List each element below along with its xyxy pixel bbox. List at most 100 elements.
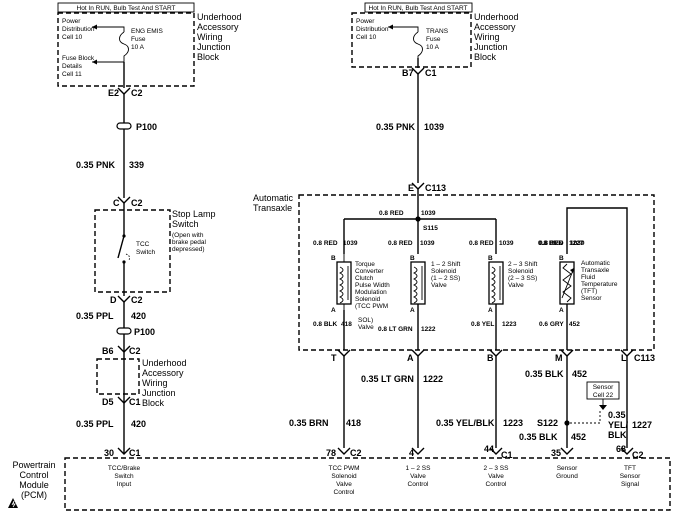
left-fuse-name: ENG EMIS: [131, 28, 163, 35]
sol2-pin-a: A: [410, 307, 415, 314]
pin1-conn: C1: [129, 448, 141, 458]
left-conn-pin: E2: [108, 88, 119, 98]
pin6-conn: C2: [632, 450, 644, 460]
branch-3-wire: 0.8 RED: [469, 240, 494, 247]
s115-splice: S115: [423, 225, 438, 232]
ltgrn-wire: 0.35 LT GRN: [361, 374, 414, 384]
sensor-cell-1: Sensor: [593, 384, 614, 391]
branch-4-wire: 0.8 RED: [539, 240, 564, 247]
out2-circuit: 1222: [421, 326, 436, 333]
right-power-dist-3: Cell 10: [356, 34, 377, 41]
automatic-transaxle: Automatic Transaxle E C113 0.8 RED 1039 …: [253, 182, 655, 363]
branch-5-circuit: 1227: [569, 240, 584, 247]
brn-circuit: 418: [346, 418, 361, 428]
pin4-num: 44: [484, 444, 494, 454]
sol2-text-4: Valve: [431, 282, 447, 289]
tft-text-2: Transaxle: [581, 267, 610, 274]
pin6-desc-3: Signal: [621, 481, 640, 488]
right-fuse-name: TRANS: [426, 28, 449, 35]
lower-block-3: Wiring: [142, 378, 168, 388]
brn-wire: 0.35 BRN: [289, 418, 329, 428]
stop-title-2: Switch: [172, 219, 199, 229]
tft-circuit: 1227: [632, 420, 652, 430]
sol1-text-9: Valve: [358, 324, 374, 331]
pin3-num: 4: [409, 448, 414, 458]
branch-2-wire: 0.8 RED: [388, 240, 413, 247]
tft-text-1: Automatic: [581, 260, 611, 267]
tft-wire-1: 0.35: [608, 410, 626, 420]
sol2-text-2: Solenoid: [431, 268, 457, 275]
ltgrn-circuit: 1222: [423, 374, 443, 384]
pnk-339-wire: 0.35 PNK: [76, 160, 116, 170]
right-fuse-amps: 10 A: [426, 44, 440, 51]
pin5-desc-2: Ground: [556, 473, 578, 480]
pin1-desc-1: TCC/Brake: [108, 465, 141, 472]
pin4-desc-1: 2 – 3 SS: [484, 465, 510, 472]
branch-3-circuit: 1039: [499, 240, 514, 247]
tft-sensor: B A Automatic Transaxle Fluid Temperatur…: [538, 240, 618, 350]
out1-wire: 0.8 BLK: [313, 321, 338, 328]
sol1-pin-a: A: [331, 307, 336, 314]
sol3-pin-a: A: [488, 307, 493, 314]
right-block-label-5: Block: [474, 52, 497, 62]
sol3-pin-b: B: [488, 255, 493, 262]
branch-4-circuit: 1039: [570, 240, 585, 247]
sol1-text-2: Converter: [355, 268, 384, 275]
out-pin-t: T: [331, 353, 337, 363]
right-fuse-block: Hot In RUN, Bulb Test And START Power Di…: [351, 2, 519, 183]
pin2-desc-4: Control: [334, 489, 356, 496]
d5-id: C1: [129, 397, 141, 407]
left-power-dist-1: Power: [62, 18, 81, 25]
stop-conn-bot-id: C2: [131, 295, 143, 305]
pin4-desc-3: Control: [486, 481, 508, 488]
right-block-label-3: Wiring: [474, 32, 500, 42]
pin4-desc-2: Valve: [488, 473, 504, 480]
sol1-text-1: Torque: [355, 261, 375, 268]
left-block-label-4: Junction: [197, 42, 231, 52]
pnk-1039-wire: 0.35 PNK: [376, 122, 416, 132]
tft-pin-a: A: [559, 307, 564, 314]
left-block-label-1: Underhood: [197, 12, 242, 22]
pin1-num: 30: [104, 448, 114, 458]
sol1-text-7: (TCC PWM: [355, 303, 388, 310]
out3-wire: 0.8 YEL: [471, 321, 494, 328]
right-power-dist-1: Power: [356, 18, 375, 25]
ppl-420-circuit-2: 420: [131, 419, 146, 429]
main-red-wire: 0.8 RED: [379, 210, 404, 217]
stop-conn-bot-pin: D: [110, 295, 117, 305]
pcm-label-3: Module: [19, 480, 49, 490]
stop-conn-top-pin: C: [113, 198, 120, 208]
tft-wire-2: YEL/: [608, 420, 629, 430]
sol1-text-8: SOL): [358, 317, 373, 324]
sol3-text-3: (2 – 3 SS): [508, 275, 537, 282]
out-pin-a: A: [407, 353, 414, 363]
out4-circuit: 452: [569, 321, 580, 328]
pin5-desc-1: Sensor: [557, 465, 578, 472]
tcc-pwm-solenoid: B A Torque Converter Clutch Pulse Width …: [313, 254, 390, 350]
pin6-desc-2: Sensor: [620, 473, 641, 480]
stop-lamp-switch: C C2 TCC Switch Stop Lamp Switch (Open w…: [76, 196, 216, 454]
stop-title-1: Stop Lamp: [172, 209, 216, 219]
right-hot-header: Hot In RUN, Bulb Test And START: [369, 5, 468, 12]
pnk-339-circuit: 339: [129, 160, 144, 170]
pnk-1039-circuit: 1039: [424, 122, 444, 132]
pin2-desc-1: TCC PWM: [328, 465, 359, 472]
conn-e-id: C113: [425, 183, 446, 193]
left-conn-id: C2: [131, 88, 143, 98]
main-red-circuit: 1039: [421, 210, 436, 217]
branch-2-circuit: 1039: [420, 240, 435, 247]
lower-block-5: Block: [142, 398, 165, 408]
b7-id: C1: [425, 68, 437, 78]
left-power-dist-3: Cell 10: [62, 34, 83, 41]
right-power-dist-2: Distribution: [356, 26, 389, 33]
pcm-label-4: (PCM): [21, 490, 47, 500]
left-fuse-word: Fuse: [131, 36, 146, 43]
pin2-desc-2: Solenoid: [331, 473, 357, 480]
ppl-420-wire: 0.35 PPL: [76, 311, 114, 321]
shift-solenoid-1-2: B A 1 – 2 Shift Solenoid (1 – 2 SS) Valv…: [378, 255, 460, 350]
left-power-dist-2: Distribution: [62, 26, 95, 33]
left-block-label-2: Accessory: [197, 22, 239, 32]
ppl-420-wire-2: 0.35 PPL: [76, 419, 114, 429]
stop-note-3: depressed): [172, 246, 205, 253]
